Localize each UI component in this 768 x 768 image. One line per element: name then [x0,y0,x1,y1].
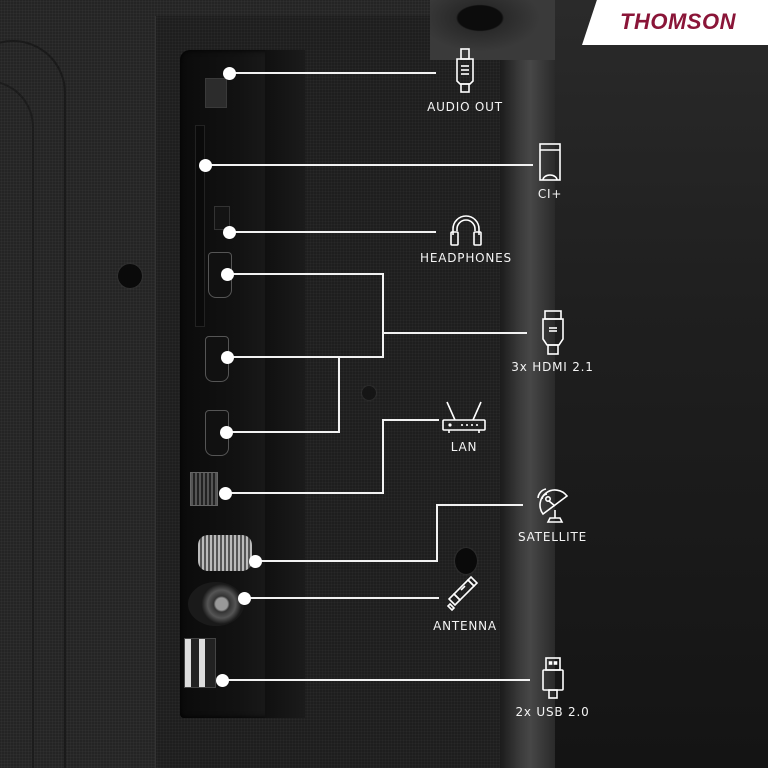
hdmi-plug-icon [541,310,564,355]
antenna-connector [188,582,244,626]
feature-label: ANTENNA [433,619,497,633]
housing-rib [0,80,34,768]
screw-hole [455,548,477,574]
router-icon [442,401,486,433]
usb-plug-icon [541,657,564,699]
feature-label: 2x USB 2.0 [515,705,590,719]
lan-port [190,472,218,506]
feature-satellite: SATELLITE [510,486,595,544]
port-panel-side [265,50,305,718]
leader-line-hdmi-vertical [382,273,384,358]
satellite-connector [198,535,252,571]
port-marker-hdmi-1 [220,267,234,281]
port-marker-hdmi-2 [220,350,234,364]
port-marker-lan [218,486,232,500]
optical-port [205,78,227,108]
port-marker-usb [215,673,229,687]
headphones-icon [450,215,482,246]
coax-plug-icon [447,575,479,612]
leader-line-hdmi-1 [227,273,384,275]
leader-line-usb [222,679,530,681]
tv-bezel-edge [500,0,555,768]
wall-mount-hole [430,0,555,60]
leader-line-lan [225,492,384,494]
feature-label: LAN [450,440,478,454]
leader-line-headphones [229,231,436,233]
usb-ports [184,638,216,688]
feature-audio-out: AUDIO OUT [420,48,510,114]
brand-logo: THOMSON [620,9,736,34]
tv-back-background [540,0,768,768]
port-marker-antenna [237,591,251,605]
port-marker-satellite [248,554,262,568]
leader-line-lan-vertical [382,419,384,494]
feature-label: AUDIO OUT [427,100,503,114]
port-marker-ci [198,158,212,172]
port-marker-hdmi-3 [219,425,233,439]
leader-line-ci [205,164,533,166]
port-marker-audio-out [222,66,236,80]
optical-audio-plug-icon [456,48,474,93]
feature-headphones: HEADPHONES [416,213,516,265]
leader-line-hdmi-3-vertical [338,356,340,433]
leader-line-satellite-vertical [436,504,438,562]
feature-label: HEADPHONES [420,251,512,265]
ci-slot [195,125,205,327]
feature-label: 3x HDMI 2.1 [511,360,594,374]
port-marker-headphones [222,225,236,239]
headphone-jack [214,206,230,230]
leader-line-hdmi-out [382,332,527,334]
leader-line-lan-out [382,419,439,421]
feature-hdmi: 3x HDMI 2.1 [505,310,600,374]
ci-card-icon [539,143,561,181]
leader-line-antenna [244,597,439,599]
feature-antenna: ANTENNA [425,575,505,633]
feature-usb: 2x USB 2.0 [510,657,595,719]
screw-hole [362,386,376,400]
screw-hole [118,264,142,288]
feature-label: SATELLITE [517,530,588,544]
feature-label: CI+ [537,187,563,201]
leader-line-audio-out [229,72,436,74]
leader-line-hdmi-2 [227,356,384,358]
feature-ci-plus: CI+ [520,143,580,201]
satellite-dish-icon [536,488,568,523]
feature-lan: LAN [434,400,494,454]
leader-line-satellite-out [436,504,523,506]
leader-line-satellite [255,560,438,562]
brand-logo-box [582,0,768,45]
leader-line-hdmi-3 [226,431,340,433]
